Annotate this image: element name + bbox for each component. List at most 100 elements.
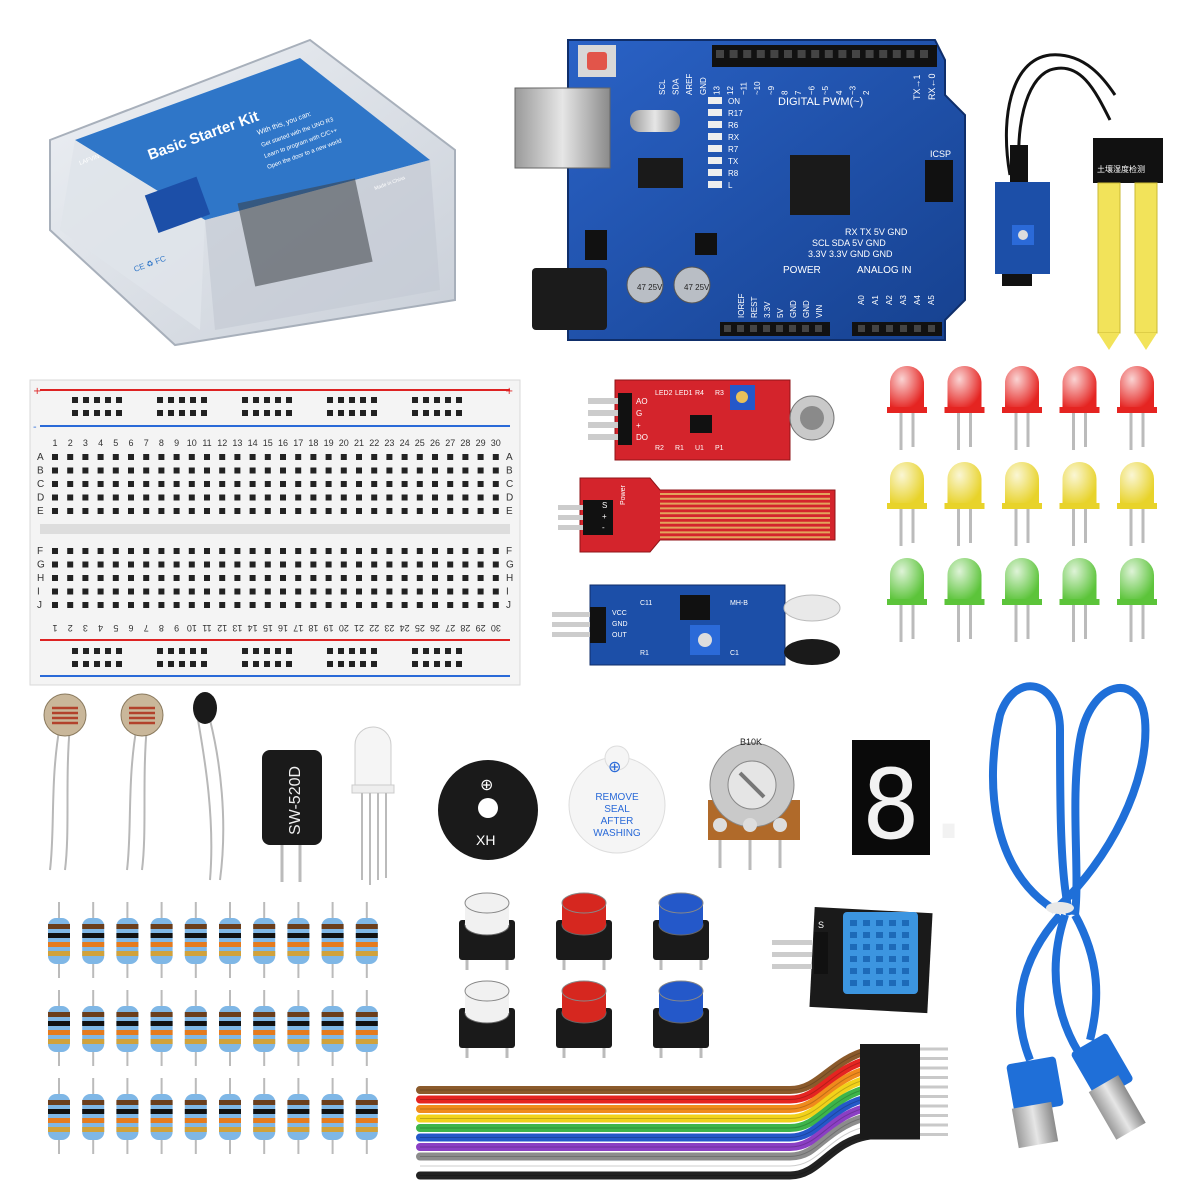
bb-col-label: 28 [460,623,470,633]
crystal [630,110,680,132]
led-shine [1062,462,1097,506]
resistor [150,1078,173,1154]
resistor-band [321,1109,344,1114]
dht-vent [863,932,870,938]
rail-hole [434,648,440,654]
icsp-header [925,160,953,202]
bb-hole [310,575,317,581]
resistor [48,990,70,1066]
bb-hole [295,467,302,474]
bb-col-label: 30 [491,438,501,448]
led-yellow [1002,462,1042,546]
resistor-band [253,924,276,929]
resistor-band [219,924,241,929]
bb-hole [401,508,408,514]
water-level-sensor: S+-Power [558,477,836,553]
resistor [150,990,173,1066]
rail-hole [179,648,185,654]
usb-cable [989,682,1150,1149]
rail-hole [72,661,78,667]
resistor [82,990,105,1066]
sound-mark-label: R1 [675,445,684,452]
resistor-band [150,1109,173,1114]
ir-mark-label: C1 [730,650,739,657]
smd-led [708,133,722,140]
resistor-band [321,1039,344,1044]
rail-hole [157,410,163,416]
seal-line-3: AFTER [601,816,634,827]
bb-hole [477,454,484,460]
bb-hole [477,588,484,595]
header-hole [858,325,865,332]
bb-col-label: 22 [369,438,379,448]
bb-hole [280,454,286,460]
bb-col-label: 24 [400,438,410,448]
header-hole [838,50,847,58]
bb-hole [249,467,256,474]
uno-pin-label: ~5 [821,85,830,95]
svg-text:⊕: ⊕ [608,757,621,776]
resistor-band [253,1118,276,1123]
uno-pin-label: ~6 [808,85,817,95]
led-flange [944,599,985,605]
rail-minus-left: - [33,422,37,433]
bb-row-label: I [506,587,509,598]
resistor-band [287,1039,310,1044]
rail-hole [72,397,78,403]
resistor-band [116,924,139,929]
bb-hole [219,454,226,460]
resistor [287,902,310,978]
bb-hole [67,548,74,554]
rail-hole [327,648,333,654]
bb-hole [219,548,226,554]
bb-hole [234,602,241,608]
led-flange [1117,503,1157,509]
resistor [184,1078,207,1154]
bb-hole [325,467,332,474]
bb-hole [432,548,438,554]
bb-col-label: 5 [113,623,118,633]
reset-button [587,52,607,70]
resistor-band [116,1030,139,1035]
bb-hole [401,467,408,474]
bb-row-label: D [506,493,513,504]
resistor-band [82,1109,105,1114]
button-cap-top [464,980,510,1002]
bb-col-label: 4 [98,438,103,448]
bb-hole [447,467,454,474]
dht-vent [876,932,883,938]
resistor-band [219,942,241,947]
rx-label: RX←0 [927,73,937,100]
rail-hole [105,661,111,667]
resistor-band [82,1012,105,1017]
bb-hole [310,481,317,487]
jumper-housing [860,1044,920,1054]
bb-hole [173,588,180,595]
resistor-band [48,1100,70,1105]
bb-hole [280,508,286,514]
led-yellow [1059,462,1100,546]
led-yellow [1117,462,1157,546]
header-hole [737,325,744,332]
bb-col-label: 7 [144,623,149,633]
bb-hole [477,467,484,474]
wire [416,1055,874,1104]
rail-hole [349,397,355,403]
rail-hole [423,648,429,654]
bb-hole [219,508,226,514]
bb-col-label: 10 [187,438,197,448]
bb-hole [249,548,256,554]
uno-led-label: R6 [728,121,739,130]
bb-hole [447,602,454,608]
bb-row-label: B [506,466,513,477]
bb-hole [128,548,134,554]
jumper-wire [416,1082,948,1132]
bb-hole [371,602,378,608]
resistor [287,990,310,1066]
rail-hole [445,648,451,654]
resistor-band [219,1118,241,1123]
sound-pin-label: AO [636,397,648,406]
bb-hole [128,575,134,581]
wire-edge [420,1125,871,1167]
resistor-band [355,1012,378,1017]
